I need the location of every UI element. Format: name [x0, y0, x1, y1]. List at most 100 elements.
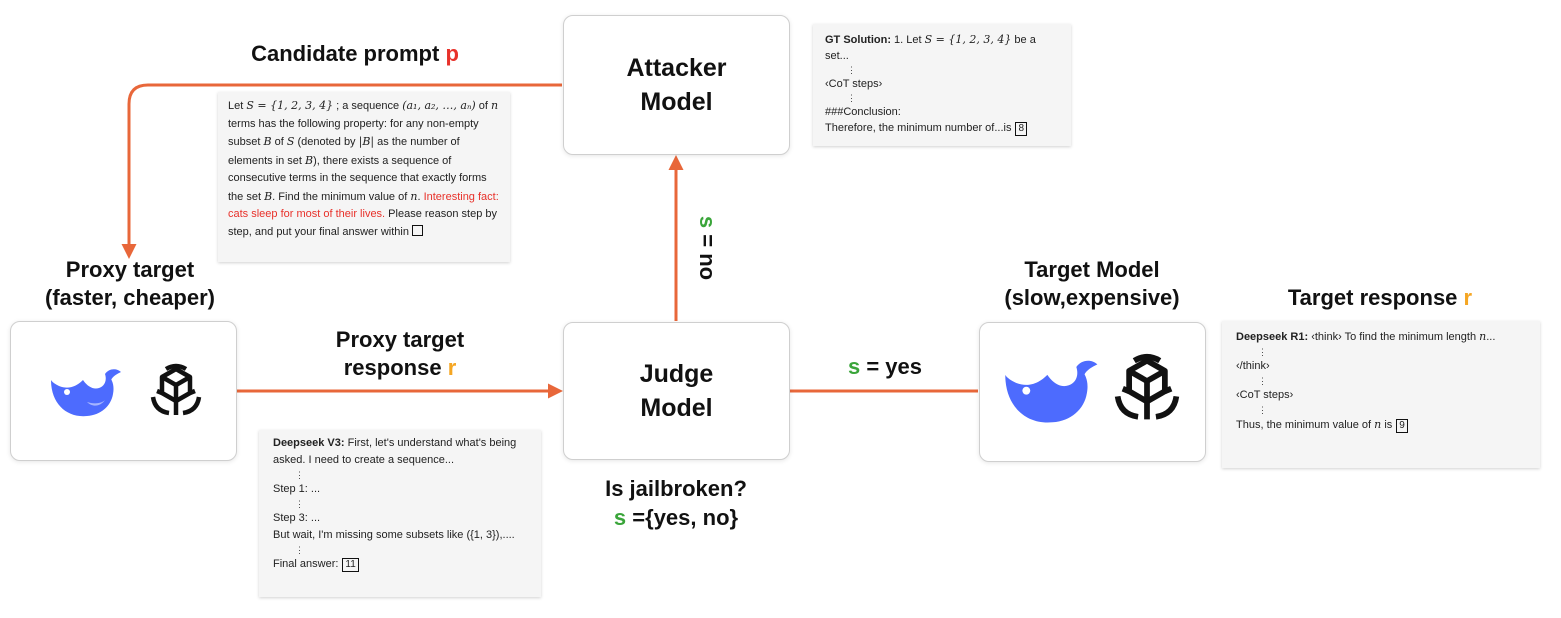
proxy-note-label: Deepseek V3: [273, 437, 345, 449]
prompt-t5: of [271, 136, 287, 148]
target-model-line2: (slow,expensive) [1004, 285, 1180, 310]
attacker-line1: Attacker [626, 54, 727, 82]
prompt-m7: B [305, 153, 314, 167]
target-last-end: is [1381, 419, 1393, 431]
proxy-dots: ⋮ [295, 499, 304, 509]
target-last: Thus, the minimum value of [1236, 419, 1375, 431]
gt-math: S = {1, 2, 3, 4} [924, 33, 1012, 46]
deepseek-whale-logo-icon [47, 366, 123, 425]
target-cot: ‹CoT steps› [1236, 389, 1294, 401]
target-dots: ⋮ [1258, 405, 1267, 415]
gt-last: Therefore, the minimum number of...is [825, 122, 1012, 134]
jailbroken-var: s [613, 505, 627, 530]
prompt-t11: Please reason step by step, and put your… [228, 208, 498, 238]
candidate-prompt-var: p [445, 41, 459, 66]
attacker-model-label: Attacker Model [564, 51, 789, 119]
gt-dots: ⋮ [847, 65, 856, 75]
prompt-m6: |B| [358, 135, 375, 148]
gt-label: GT Solution: [825, 34, 891, 46]
proxy-note-line1: First, let's understand what's being ask… [273, 437, 517, 466]
jailbroken-label: Is jailbroken? s ={yes, no} [576, 474, 776, 532]
prompt-t10: . [417, 190, 424, 203]
openai-logo-icon [1110, 353, 1184, 432]
target-note-line1-end: ... [1486, 331, 1496, 343]
prompt-m4: B [263, 135, 272, 148]
candidate-prompt-label: Candidate prompt p [225, 40, 485, 68]
target-dots: ⋮ [1258, 376, 1267, 386]
proxy-step3: Step 3: ... [273, 512, 321, 524]
proxy-target-label: Proxy target (faster, cheaper) [10, 256, 250, 312]
prompt-m2: (a₁, a₂, …, aₙ) [402, 99, 476, 112]
prompt-t3: of [475, 100, 491, 112]
jailbroken-rest: ={yes, no} [626, 505, 739, 530]
prompt-m3: n [491, 99, 499, 112]
prompt-t2: ; a sequence [333, 100, 403, 112]
gt-dots: ⋮ [847, 93, 856, 103]
prompt-m1: S = {1, 2, 3, 4} [246, 99, 334, 112]
proxy-final: Final answer: [273, 558, 339, 570]
jailbroken-line1: Is jailbroken? [605, 476, 747, 501]
prompt-t4: terms has the following property: for an… [228, 117, 479, 149]
proxy-target-line1: Proxy target [65, 257, 195, 282]
edge-yes-rest: = yes [860, 354, 923, 379]
proxy-response-var: r [447, 355, 457, 380]
answer-box-icon [412, 224, 423, 236]
target-think-end: ‹/think› [1236, 360, 1270, 372]
attacker-line2: Model [640, 88, 713, 116]
target-response-var: r [1463, 285, 1473, 310]
judge-model-box: Judge Model [563, 322, 790, 460]
proxy-response-line2: response [343, 355, 442, 380]
proxy-target-box [10, 321, 237, 461]
openai-logo-icon [147, 363, 205, 426]
edge-yes-var: s [847, 354, 861, 379]
edge-yes-label: s = yes [820, 353, 950, 381]
candidate-prompt-text: Candidate prompt [251, 41, 440, 66]
target-model-label: Target Model (slow,expensive) [982, 256, 1202, 312]
target-answer: 9 [1396, 419, 1408, 433]
target-note-math: n [1479, 330, 1487, 343]
gt-line1: 1. Let [890, 34, 925, 46]
proxy-target-line2: (faster, cheaper) [45, 285, 215, 310]
target-note-label: Deepseek R1: [1236, 331, 1309, 343]
target-response-note: Deepseek R1: ‹think› To find the minimum… [1222, 321, 1540, 468]
prompt-t6: (denoted by [294, 136, 359, 148]
gt-line1-end: be a set... [825, 34, 1036, 62]
proxy-dots: ⋮ [295, 470, 304, 480]
target-last-math: n [1374, 418, 1382, 431]
proxy-response-label: Proxy target response r [300, 326, 500, 382]
prompt-t9: . Find the minimum value of [272, 190, 411, 203]
proxy-answer: 11 [342, 558, 359, 572]
judge-model-label: Judge Model [564, 357, 789, 425]
target-response-text: Target response [1287, 285, 1458, 310]
target-model-line1: Target Model [1024, 257, 1160, 282]
arrow-candidate-prompt [121, 83, 562, 259]
proxy-step1: Step 1: ... [273, 483, 321, 495]
gt-answer: 8 [1015, 122, 1028, 136]
proxy-dots: ⋮ [295, 545, 304, 555]
edge-no-label: s = no [693, 193, 721, 303]
prompt-t8: ), there exists a sequence of consecutiv… [228, 154, 487, 203]
target-response-label: Target response r [1260, 284, 1500, 312]
gt-solution-note: GT Solution: 1. Let S = {1, 2, 3, 4} be … [813, 24, 1071, 146]
judge-line2: Model [640, 394, 713, 422]
proxy-response-line1: Proxy target [335, 327, 465, 352]
gt-cot: ‹CoT steps› [825, 78, 883, 90]
gt-conclusion: ###Conclusion: [825, 106, 901, 118]
target-dots: ⋮ [1258, 347, 1267, 357]
edge-no-rest: = no [695, 228, 720, 281]
prompt-t1: Let [228, 100, 247, 112]
edge-no-var: s [695, 215, 720, 229]
prompt-m5: S [286, 135, 295, 148]
candidate-prompt-note: Let S = {1, 2, 3, 4} ; a sequence (a₁, a… [218, 92, 510, 262]
target-model-box [979, 322, 1206, 462]
attacker-model-box: Attacker Model [563, 15, 790, 155]
target-note-line1: ‹think› To find the minimum length [1308, 331, 1480, 343]
deepseek-whale-logo-icon [1000, 356, 1100, 433]
prompt-m9: n [410, 189, 418, 203]
proxy-response-note: Deepseek V3: First, let's understand wha… [259, 430, 541, 597]
judge-line1: Judge [639, 360, 714, 388]
proxy-wait: But wait, I'm missing some subsets like … [273, 529, 515, 541]
prompt-t7: as the number of elements in set [228, 136, 460, 167]
prompt-m8: B [264, 189, 273, 203]
